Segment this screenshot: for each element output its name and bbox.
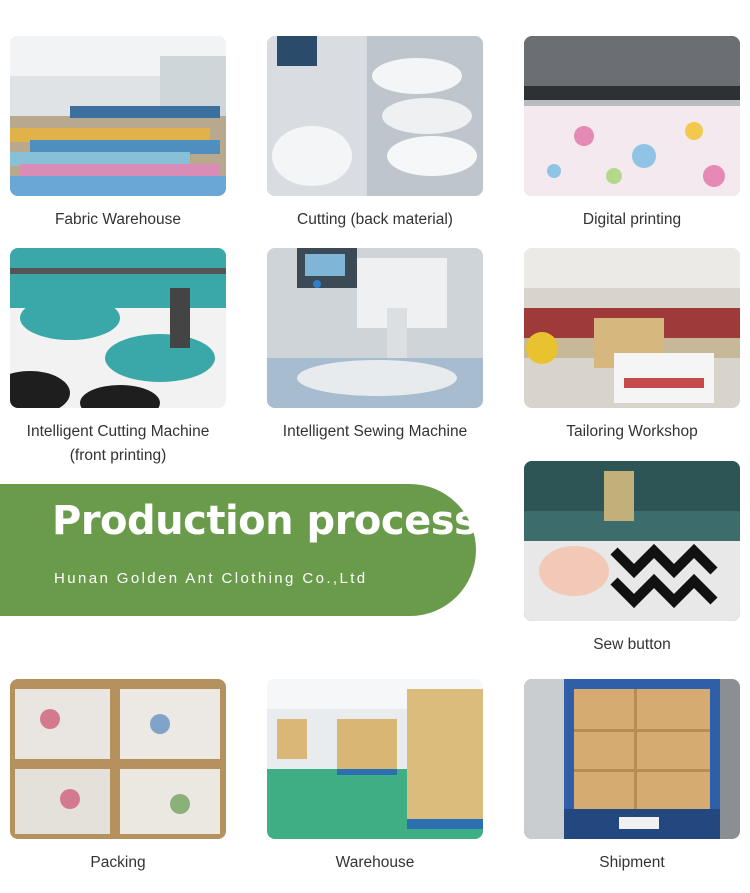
packing-photo — [10, 679, 226, 839]
step-sew-button: Sew button — [524, 461, 740, 657]
sew-button-photo — [524, 461, 740, 621]
intelligent-cutting-photo — [10, 248, 226, 408]
step-warehouse: Warehouse — [267, 679, 483, 875]
step-caption: Tailoring Workshop — [566, 423, 698, 440]
step-intelligent-cutting: Intelligent Cutting Machine (front print… — [10, 248, 226, 468]
shipment-photo — [524, 679, 740, 839]
intelligent-sewing-photo — [267, 248, 483, 408]
step-caption: Shipment — [599, 854, 665, 871]
banner-subtitle: Hunan Golden Ant Clothing Co.,Ltd — [54, 570, 368, 587]
step-caption: Fabric Warehouse — [54, 211, 182, 228]
digital-printing-photo — [524, 36, 740, 196]
step-packing: Packing — [10, 679, 226, 875]
step-caption: Packing — [90, 854, 146, 871]
step-intelligent-sewing: Intelligent Sewing Machine — [267, 248, 483, 444]
step-caption: Intelligent Cutting Machine (front print… — [26, 423, 210, 464]
cutting-photo — [267, 36, 483, 196]
production-process-banner: Production process Hunan Golden Ant Clot… — [0, 484, 478, 616]
fabric-warehouse-photo — [10, 36, 226, 196]
step-caption: Intelligent Sewing Machine — [282, 423, 468, 440]
step-caption: Sew button — [593, 636, 671, 653]
step-shipment: Shipment — [524, 679, 740, 875]
step-caption: Warehouse — [335, 854, 415, 871]
step-cutting: Cutting (back material) — [267, 36, 483, 232]
step-caption: Cutting (back material) — [297, 211, 453, 228]
step-fabric-warehouse: Fabric Warehouse — [10, 36, 226, 232]
banner-title: Production process — [52, 498, 478, 544]
step-caption: Digital printing — [582, 211, 682, 228]
step-tailoring-workshop: Tailoring Workshop — [524, 248, 740, 444]
step-digital-printing: Digital printing — [524, 36, 740, 232]
warehouse-photo — [267, 679, 483, 839]
tailoring-workshop-photo — [524, 248, 740, 408]
